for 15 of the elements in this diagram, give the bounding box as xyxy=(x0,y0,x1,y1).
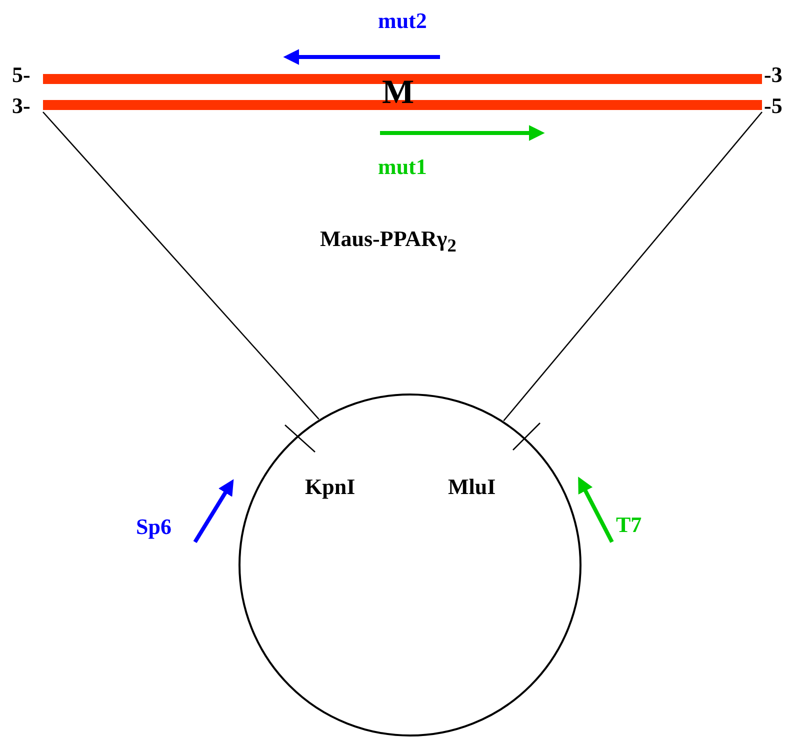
dna-insert xyxy=(43,72,762,112)
promoter-label: Sp6 xyxy=(136,516,172,538)
site-label: MluI xyxy=(448,476,496,498)
gene-label: Maus-PPARγ$_{2}$ xyxy=(320,228,456,255)
site-label: KpnI xyxy=(305,476,356,498)
plasmid-circle xyxy=(238,393,582,737)
strand-end-label: -5 xyxy=(764,95,782,117)
expansion-line xyxy=(42,112,320,420)
strand-end-label: 3- xyxy=(12,95,30,117)
primer-label: mut2 xyxy=(378,10,427,32)
strand-end-label: -3 xyxy=(764,64,782,86)
expansion-line xyxy=(503,112,762,422)
primer-label: mut1 xyxy=(378,156,427,178)
promoter-label: T7 xyxy=(616,514,642,536)
strand-end-label: 5- xyxy=(12,64,30,86)
